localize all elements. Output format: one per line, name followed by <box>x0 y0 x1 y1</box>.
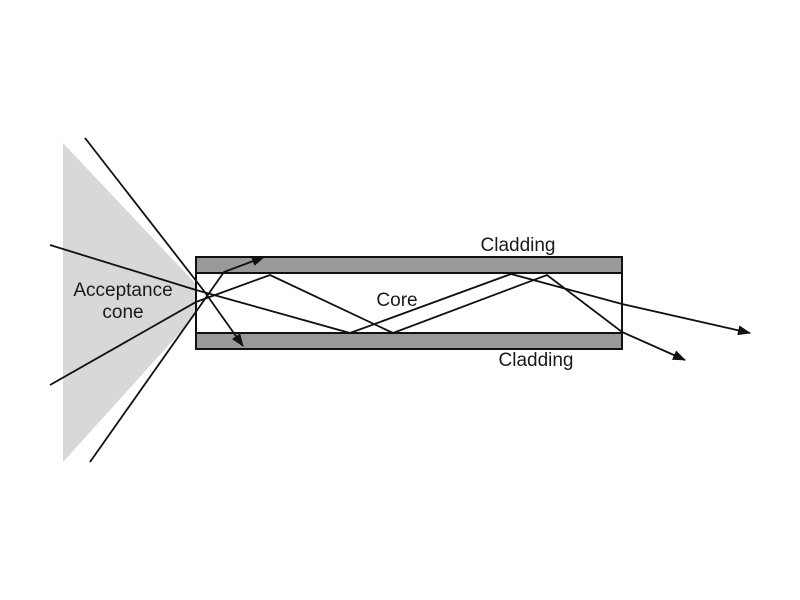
ray-lost-into-top-cladding <box>89 256 265 463</box>
cladding-strip-top <box>195 256 623 274</box>
cladding-bottom-label: Cladding <box>498 350 574 371</box>
cladding-strip-bottom <box>195 332 623 350</box>
acceptance-cone-shape <box>63 143 195 462</box>
core-label: Core <box>376 290 418 311</box>
acceptance-cone-label-line2: cone <box>102 302 144 323</box>
ray-guided-lower <box>49 273 686 386</box>
ray-guided-upper <box>49 244 751 336</box>
acceptance-cone-label: Acceptance cone <box>73 280 172 324</box>
ray-lost-into-bottom-cladding <box>84 137 244 347</box>
acceptance-cone-label-line1: Acceptance <box>73 280 173 301</box>
cladding-top-label: Cladding <box>480 235 556 256</box>
